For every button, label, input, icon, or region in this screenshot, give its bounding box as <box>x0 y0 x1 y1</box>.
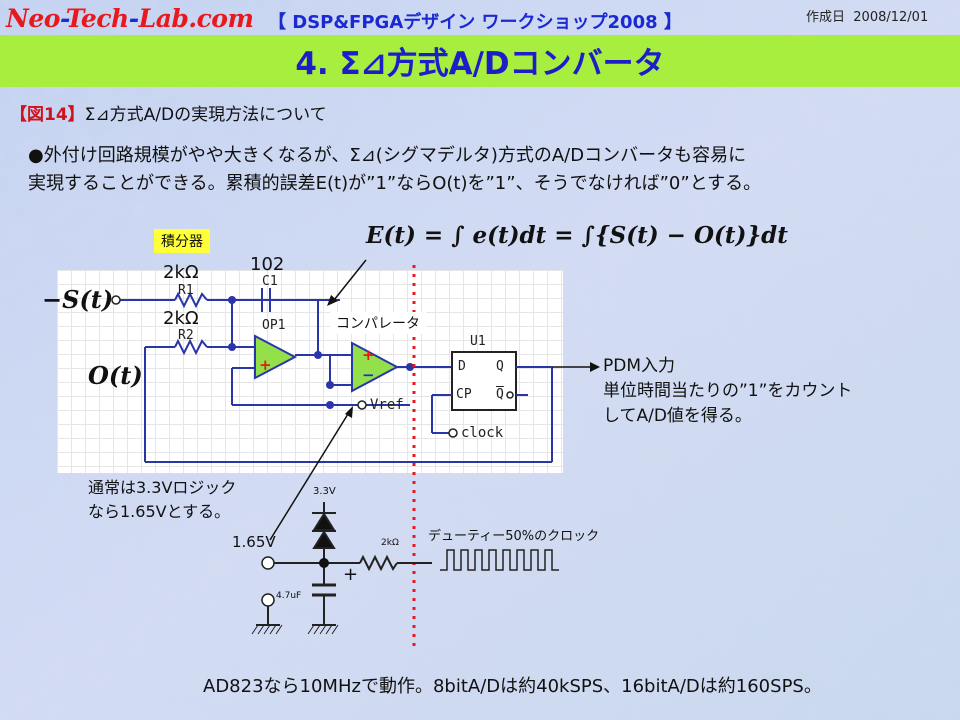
resistor-value: 2kΩ <box>381 538 399 548</box>
junction-dot <box>319 558 329 568</box>
comp-minus: − <box>362 366 375 384</box>
r2-value: 2kΩ <box>163 308 199 329</box>
ff-d-pin: D <box>458 359 466 374</box>
u1-name: U1 <box>470 334 486 349</box>
terminal-vref <box>357 400 367 410</box>
slide-title: 4. Σ⊿方式A/Dコンバータ <box>295 46 665 82</box>
footer-note: AD823なら10MHzで動作。8bitA/Dは約40kSPS、16bitA/D… <box>203 676 822 697</box>
terminal-s-input <box>111 295 121 305</box>
comparator-label: コンパレータ <box>330 312 426 334</box>
description: ●外付け回路規模がやや大きくなるが、Σ⊿(シグマデルタ)方式のA/Dコンバータも… <box>28 142 948 198</box>
logo-text: - <box>59 4 66 33</box>
opamp-comparator <box>351 341 400 393</box>
clock-description: デューティー50%のクロック <box>428 529 600 544</box>
qbar-bubble <box>506 391 514 399</box>
ff-q-pin: Q <box>496 359 504 374</box>
junction-dot <box>406 363 414 371</box>
integrator-label: 積分器 <box>154 229 210 253</box>
site-logo: Neo-Tech-Lab.com <box>6 4 254 33</box>
cap-value: 4.7uF <box>276 591 302 601</box>
note-line: なら1.65Vとする。 <box>88 502 231 521</box>
resistor-r2 <box>174 338 208 356</box>
junction-dot <box>326 401 334 409</box>
logic-note: 通常は3.3Vロジック なら1.65Vとする。 <box>88 476 236 524</box>
r1-name: R1 <box>178 283 194 298</box>
annotation-arrow <box>269 413 349 541</box>
annotation-arrow-head <box>327 295 338 306</box>
clock-label: clock <box>461 425 504 441</box>
date-value: 2008/12/01 <box>853 10 929 25</box>
error-formula: E(t) = ∫ e(t)dt = ∫{S(t) − O(t)}dt <box>366 222 788 249</box>
flip-flop-u1 <box>451 351 517 411</box>
resistor-r1 <box>174 291 208 309</box>
input-o-label: O(t) <box>88 361 143 390</box>
terminal-clock <box>448 428 458 438</box>
output-description: PDM入力 単位時間当たりの”1”をカウント してA/D値を得る。 <box>603 354 852 429</box>
description-line: ●外付け回路規模がやや大きくなるが、Σ⊿(シグマデルタ)方式のA/Dコンバータも… <box>28 145 747 166</box>
terminal-vout <box>261 556 275 570</box>
creation-date: 作成日 2008/12/01 <box>806 6 928 25</box>
junction-dot <box>314 351 322 359</box>
input-s-label: −S(t) <box>42 285 114 314</box>
logo-text: Tech <box>65 4 130 33</box>
diode-lower <box>312 530 336 549</box>
c1-name: C1 <box>262 274 278 289</box>
junction-dot <box>228 343 236 351</box>
note-line: 通常は3.3Vロジック <box>88 478 237 497</box>
r1-value: 2kΩ <box>163 262 199 283</box>
r2-name: R2 <box>178 328 194 343</box>
resistor-2k <box>359 554 398 572</box>
title-bar <box>0 35 960 87</box>
date-label: 作成日 <box>806 10 846 25</box>
workshop-title: 【 DSP&FPGAデザイン ワークショップ2008 】 <box>268 12 682 33</box>
logo-text: Lab.com <box>138 4 254 33</box>
op1-name: OP1 <box>262 318 286 333</box>
diode-upper <box>312 512 336 531</box>
vcc-label: 3.3V <box>313 486 336 497</box>
figure-caption: Σ⊿方式A/Dの実現方法について <box>84 105 327 125</box>
ff-qbar-pin: Q <box>496 387 504 402</box>
output-line: 単位時間当たりの”1”をカウント <box>603 381 853 401</box>
junction-dot <box>228 296 236 304</box>
op1-plus: + <box>259 356 272 374</box>
description-line: 実現することができる。累積的誤差E(t)が”1”ならO(t)を”1”、そうでなけ… <box>28 173 762 194</box>
figure-number: 【図14】 <box>10 105 85 125</box>
clock-waveform <box>440 549 559 571</box>
vout-label: 1.65V <box>232 533 276 551</box>
cap-plus: + <box>343 564 359 585</box>
annotation-arrow-head <box>345 406 353 418</box>
figure-label: 【図14】Σ⊿方式A/Dの実現方法について <box>10 100 327 125</box>
opamp-integrator <box>254 334 298 380</box>
terminal-cap <box>261 593 275 607</box>
output-line: してA/D値を得る。 <box>603 406 752 426</box>
comp-plus: + <box>362 346 375 364</box>
output-arrow-head <box>590 362 600 372</box>
ff-cp-pin: CP <box>456 387 472 402</box>
junction-dot <box>326 381 334 389</box>
annotation-arrow <box>333 259 367 301</box>
c1-value: 102 <box>250 254 285 275</box>
output-line: PDM入力 <box>603 356 676 376</box>
logo-text: Neo <box>6 4 60 33</box>
vref-label: Vref <box>370 397 404 413</box>
logo-text: - <box>128 4 139 33</box>
